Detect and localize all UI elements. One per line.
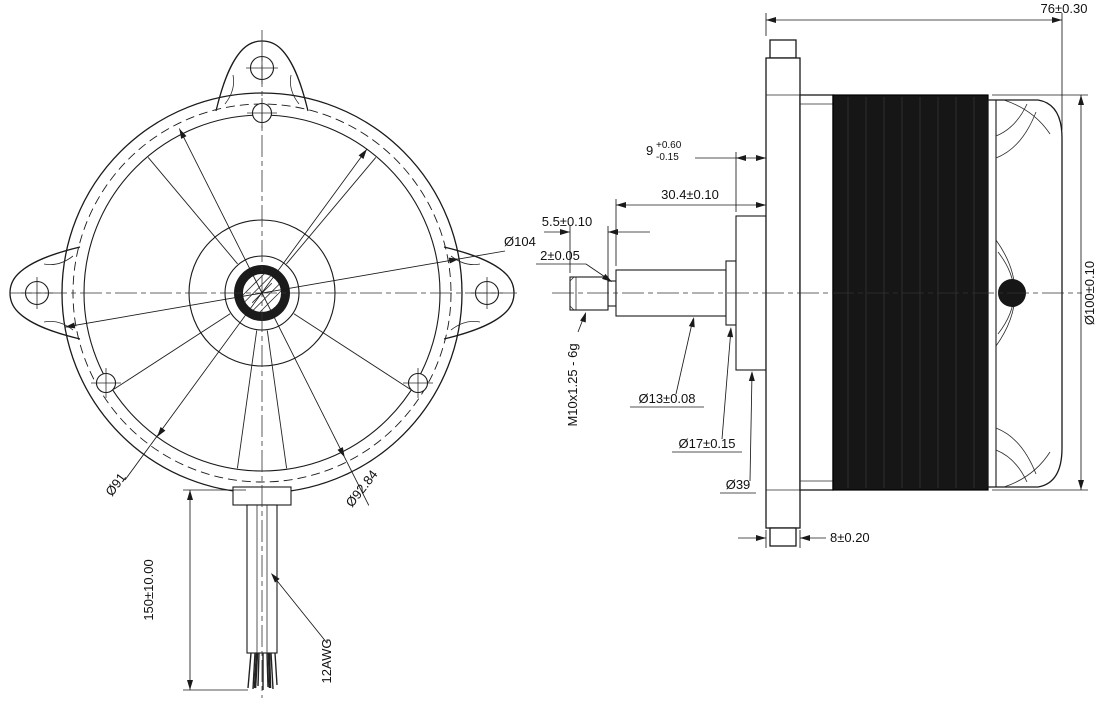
shaft-relief-groove — [607, 280, 617, 307]
label-dia-17: Ø17±0.15 — [678, 436, 735, 451]
callout-wire-gauge: 12AWG — [271, 573, 334, 684]
dim-relief-groove: 2±0.05 — [536, 248, 612, 282]
label-thread-length: 5.5±0.10 — [542, 214, 593, 229]
label-flange-thickness: 8±0.20 — [830, 530, 870, 545]
dim-boss-length: 9 +0.60 -0.15 — [646, 140, 766, 212]
tab-scallop — [450, 320, 481, 331]
stator-stack — [832, 94, 989, 491]
label-shaft-extension: 30.4±0.10 — [661, 187, 719, 202]
front-endbell — [799, 94, 834, 491]
dim-dia-13: Ø13±0.08 — [630, 317, 704, 408]
dim-dia-91: Ø91 — [102, 148, 368, 499]
dim-dia-92-84: Ø92.84 — [178, 128, 381, 510]
label-relief-groove: 2±0.05 — [540, 248, 580, 263]
tab-scallop — [43, 320, 74, 331]
label-dia-100: Ø100±0.10 — [1082, 261, 1097, 325]
stator-body — [832, 94, 989, 491]
dim-shaft-extension: 30.4±0.10 — [615, 187, 766, 266]
label-boss-length-tol-upper: +0.60 — [656, 140, 682, 151]
dim-overall-length: 76±0.30 — [765, 1, 1088, 130]
dim-thread-length: 5.5±0.10 — [542, 214, 650, 277]
side-view: 76±0.30 9 +0.60 -0.15 30.4±0.10 — [536, 1, 1097, 548]
label-thread-spec: M10x1.25 - 6g — [565, 343, 580, 426]
wire-strands — [247, 652, 278, 690]
rib-spokes — [113, 157, 411, 469]
tab-scallop — [450, 255, 481, 266]
dim-flange-thickness: 8±0.20 — [738, 530, 870, 548]
label-dia-13: Ø13±0.08 — [638, 391, 695, 406]
screw-boss-lower-left — [91, 368, 121, 398]
front-view: Ø104 Ø91 Ø92.84 150±10.00 — [9, 30, 536, 698]
tab-scallop — [43, 255, 74, 266]
dim-lead-length: 150±10.00 — [141, 489, 248, 691]
label-boss-length-tol-lower: -0.15 — [656, 152, 679, 163]
flange-tab-top — [769, 39, 797, 59]
label-boss-length: 9 — [646, 143, 653, 158]
label-dia-39: Ø39 — [726, 477, 751, 492]
tab-scallop — [224, 74, 235, 105]
label-dia-91: Ø91 — [102, 470, 129, 499]
label-overall-length: 76±0.30 — [1041, 1, 1088, 16]
dim-dia-104: Ø104 — [64, 234, 536, 329]
callout-thread-spec: M10x1.25 - 6g — [565, 312, 586, 427]
rear-endbell — [987, 99, 1063, 488]
label-lead-length: 150±10.00 — [141, 559, 156, 620]
dim-dia-100: Ø100±0.10 — [992, 94, 1097, 491]
dim-dia-39: Ø39 — [720, 371, 756, 494]
label-dia-104: Ø104 — [504, 234, 536, 249]
label-wire-gauge: 12AWG — [319, 638, 334, 683]
screw-boss-lower-right — [403, 368, 433, 398]
tab-scallop — [289, 74, 300, 105]
flange-tab-bottom — [769, 527, 797, 547]
dim-dia-17: Ø17±0.15 — [672, 327, 742, 453]
lead-wire — [232, 486, 292, 690]
